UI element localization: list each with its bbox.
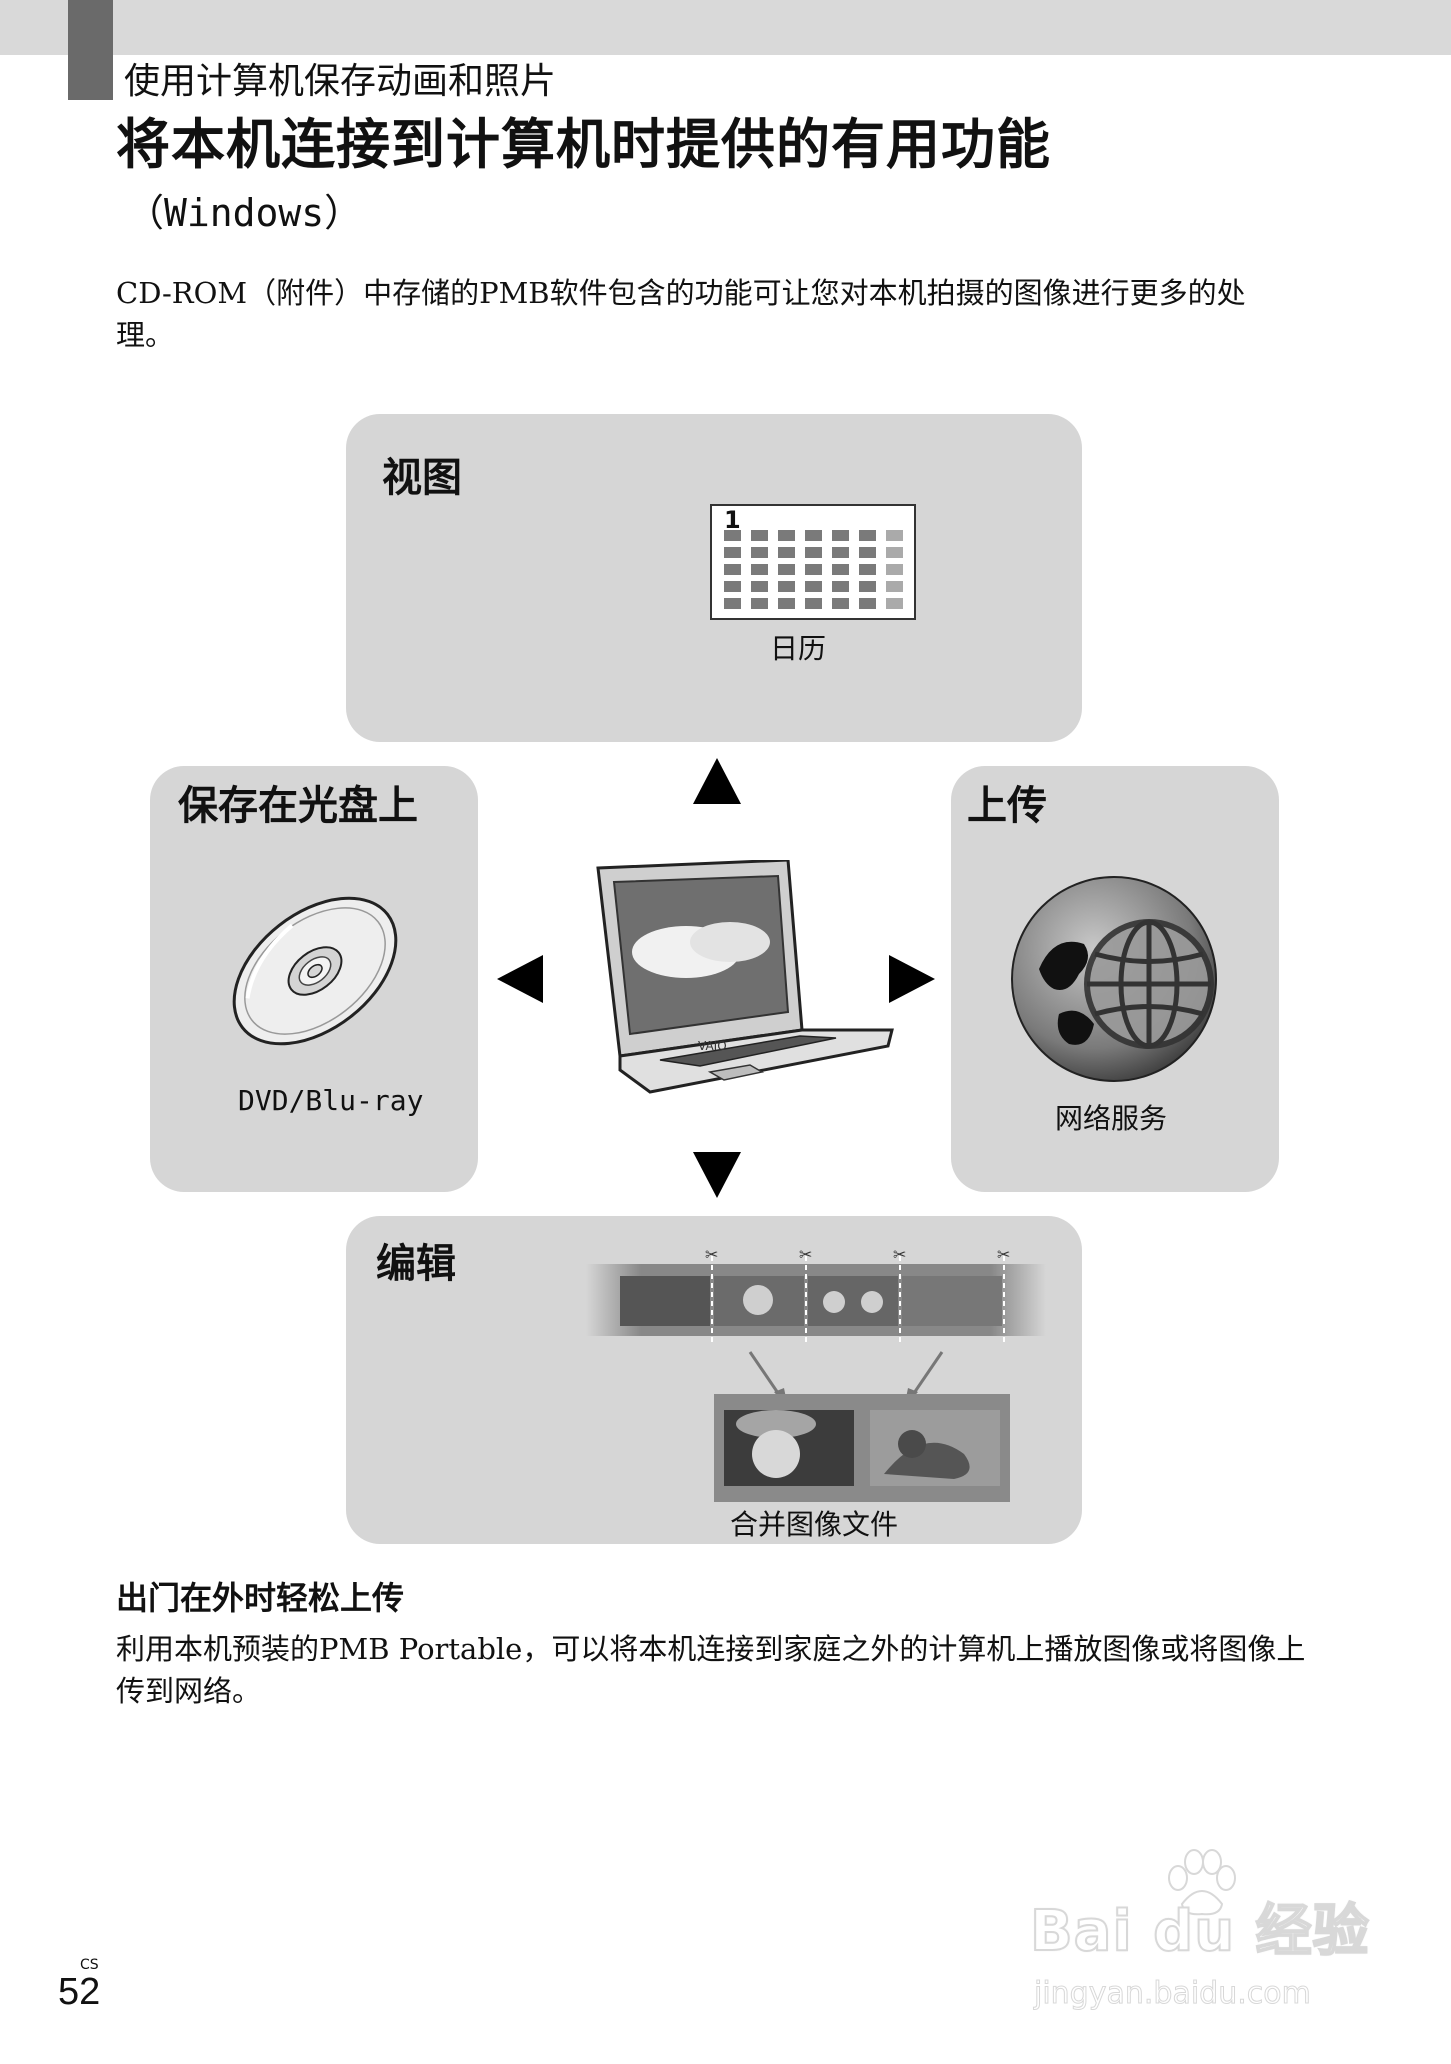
calendar-cell xyxy=(724,598,741,609)
disc-caption: DVD/Blu-ray xyxy=(238,1084,424,1117)
calendar-cell xyxy=(859,581,876,592)
calendar-cell xyxy=(859,598,876,609)
tip-heading: 出门在外时轻松上传 xyxy=(116,1579,405,1617)
calendar-cell xyxy=(886,581,903,592)
svg-text:✂: ✂ xyxy=(997,1246,1010,1264)
disc-icon xyxy=(232,896,398,1046)
calendar-cell xyxy=(724,547,741,558)
svg-text:✂: ✂ xyxy=(893,1246,906,1264)
calendar-cell xyxy=(886,598,903,609)
watermark-brand: Bai du 经验 xyxy=(1029,1898,1370,1965)
calendar-cell xyxy=(805,598,822,609)
calendar-cell xyxy=(778,547,795,558)
calendar-cell xyxy=(886,530,903,541)
calendar-cell xyxy=(751,547,768,558)
calendar-cell xyxy=(724,564,741,575)
calendar-cell xyxy=(751,530,768,541)
section-title: 使用计算机保存动画和照片 xyxy=(124,61,557,102)
svg-text:VAIO: VAIO xyxy=(698,1039,727,1053)
calendar-cell xyxy=(832,598,849,609)
edit-panel-title: 编辑 xyxy=(376,1241,456,1287)
merged-image-strip xyxy=(714,1394,1010,1502)
arrow-up-icon xyxy=(693,758,741,804)
calendar-cell xyxy=(805,547,822,558)
calendar-cell xyxy=(805,581,822,592)
page-subtitle: （Windows） xyxy=(126,191,363,235)
svg-text:✂: ✂ xyxy=(799,1246,812,1264)
edit-panel: 编辑 ✂ ✂ ✂ ✂ xyxy=(346,1216,1082,1544)
globe-icon xyxy=(1011,876,1217,1082)
calendar-cell xyxy=(778,581,795,592)
calendar-cell xyxy=(751,598,768,609)
calendar-day-number: 1 xyxy=(724,506,741,534)
calendar-cell xyxy=(751,564,768,575)
watermark-url: jingyan.baidu.com xyxy=(1034,1976,1312,2012)
calendar-cell xyxy=(724,530,741,541)
view-panel: 视图 1 日历 xyxy=(346,414,1082,742)
calendar-caption: 日历 xyxy=(770,632,827,665)
page-number: 52 xyxy=(58,1971,101,2013)
language-code: CS xyxy=(80,1957,99,1973)
view-panel-title: 视图 xyxy=(382,455,462,501)
tip-body: 利用本机预装的PMB Portable，可以将本机连接到家庭之外的计算机上播放图… xyxy=(116,1632,1306,1708)
laptop-icon: VAIO xyxy=(596,860,894,1094)
calendar-cell xyxy=(805,530,822,541)
disc-panel: 保存在光盘上 DVD/Blu-ray xyxy=(150,766,478,1192)
arrow-down-icon xyxy=(693,1152,741,1198)
svg-text:✂: ✂ xyxy=(705,1246,718,1264)
header-bar xyxy=(0,0,1451,55)
upload-caption: 网络服务 xyxy=(1055,1102,1168,1135)
intro-paragraph: CD-ROM（附件）中存储的PMB软件包含的功能可让您对本机拍摄的图像进行更多的… xyxy=(116,276,1246,352)
calendar-cell xyxy=(859,530,876,541)
header-tab-block xyxy=(68,0,113,100)
calendar-cell xyxy=(886,547,903,558)
calendar-cell xyxy=(859,564,876,575)
calendar-cell xyxy=(832,547,849,558)
upload-panel: 上传 网络服务 xyxy=(951,766,1279,1192)
paw-print-icon xyxy=(1168,1849,1236,1916)
baidu-watermark: Bai du 经验 jingyan.baidu.com xyxy=(1029,1848,1370,2028)
arrow-left-icon xyxy=(497,955,543,1003)
calendar-cell xyxy=(778,598,795,609)
calendar-cell xyxy=(832,530,849,541)
calendar-cell xyxy=(805,564,822,575)
upload-panel-title: 上传 xyxy=(967,783,1047,829)
disc-panel-title: 保存在光盘上 xyxy=(178,783,418,829)
film-strip-graphic: ✂ ✂ ✂ ✂ xyxy=(586,1246,1046,1346)
calendar-cell xyxy=(724,581,741,592)
calendar-cell xyxy=(859,547,876,558)
page-title: 将本机连接到计算机时提供的有用功能 xyxy=(116,113,1051,176)
calendar-icon xyxy=(710,504,916,620)
arrow-right-icon xyxy=(889,955,935,1003)
calendar-cell xyxy=(886,564,903,575)
calendar-cell xyxy=(751,581,768,592)
calendar-cell xyxy=(832,564,849,575)
calendar-cell xyxy=(832,581,849,592)
calendar-cell xyxy=(778,564,795,575)
edit-caption: 合并图像文件 xyxy=(730,1508,899,1541)
calendar-cell xyxy=(778,530,795,541)
